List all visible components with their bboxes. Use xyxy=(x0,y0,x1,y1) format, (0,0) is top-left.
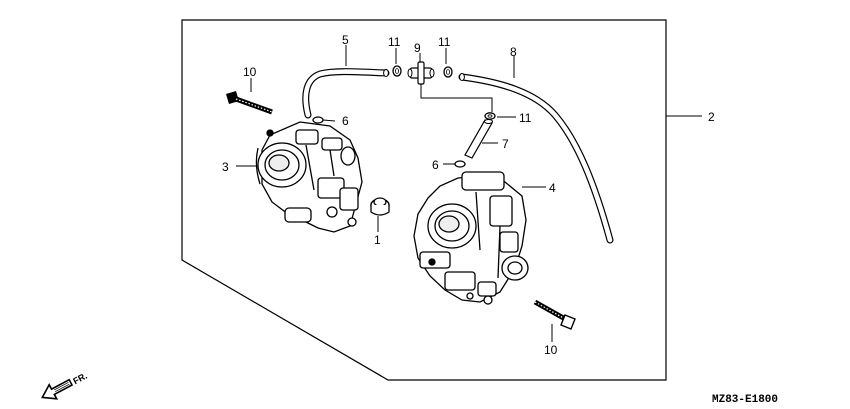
front-direction-label: FR. xyxy=(71,371,88,387)
part-11-clip-b xyxy=(443,66,453,78)
figure-code: MZ83-E1800 xyxy=(712,394,778,406)
callout-labels: 1 2 3 4 5 6 6 7 8 9 10 10 11 11 11 xyxy=(222,33,715,357)
callout-6-lower: 6 xyxy=(432,158,439,172)
callout-10-lower: 10 xyxy=(544,343,558,357)
part-10-bolt-lower xyxy=(533,299,576,330)
part-5-hose xyxy=(302,68,390,119)
part-3-carburetor-left xyxy=(255,121,363,233)
part-7-tube xyxy=(464,119,493,159)
part-4-carburetor-right xyxy=(413,171,529,305)
callout-11-right: 11 xyxy=(438,35,451,49)
front-direction-indicator: FR. xyxy=(41,371,89,400)
callout-11-left: 11 xyxy=(388,35,401,49)
part-6-clip-a xyxy=(312,116,324,124)
callout-11-lower: 11 xyxy=(519,111,532,125)
front-arrow-icon xyxy=(41,378,74,400)
part-8-hose xyxy=(458,73,614,244)
callout-8: 8 xyxy=(510,45,517,59)
callout-1: 1 xyxy=(374,233,381,247)
callout-9: 9 xyxy=(414,41,421,55)
part-1-cap-nut xyxy=(370,197,390,216)
callout-5: 5 xyxy=(342,33,349,47)
part-10-bolt-upper xyxy=(226,91,273,115)
part-11-clip-c xyxy=(484,112,496,120)
callout-3: 3 xyxy=(222,160,229,174)
callout-7: 7 xyxy=(502,137,509,151)
callout-2: 2 xyxy=(708,110,715,124)
part-11-clip-a xyxy=(392,65,402,77)
callout-6-upper: 6 xyxy=(342,114,349,128)
part-9-t-joint xyxy=(407,61,435,90)
assembly-boundary xyxy=(181,19,667,381)
callout-10-upper: 10 xyxy=(243,65,257,79)
part-6-clip-b xyxy=(454,160,466,168)
leader-lines xyxy=(236,45,702,342)
callout-4: 4 xyxy=(549,181,556,195)
